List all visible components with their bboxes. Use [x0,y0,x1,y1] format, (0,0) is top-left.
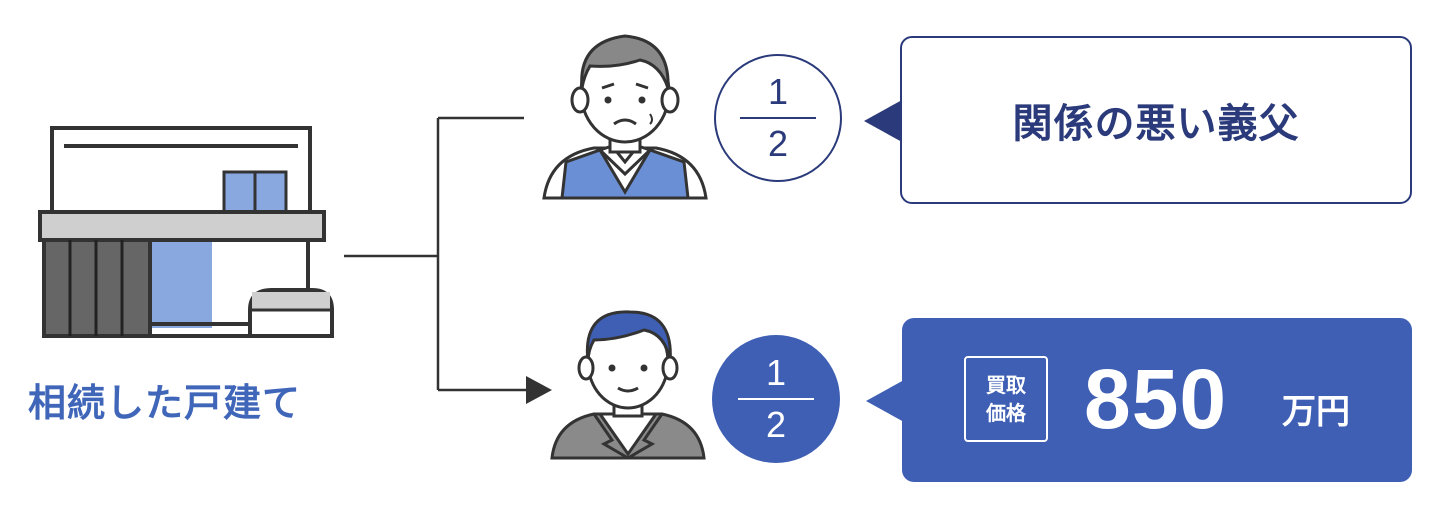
fraction-bar [740,117,816,119]
share-fraction-father: 1 2 [714,54,842,182]
father-in-law-callout: 関係の悪い義父 [900,36,1412,204]
connector-lines [344,116,552,404]
share-denominator: 2 [767,123,789,164]
pointer-arrow-sibling [866,380,904,422]
pointer-arrow-father [864,100,902,142]
father-in-law-avatar [542,34,708,200]
share-numerator: 1 [765,352,787,393]
fraction-bar [738,398,814,400]
share-fraction-sibling: 1 2 [712,335,840,463]
price-value: 850 [1084,352,1228,446]
price-badge: 買取 価格 [964,356,1048,442]
father-in-law-description: 関係の悪い義父 [1012,101,1300,147]
price-badge-line1: 買取 [986,373,1026,397]
price-badge-line2: 価格 [986,401,1026,425]
house-label: 相続した戸建て [28,381,302,425]
share-numerator: 1 [767,71,789,112]
sibling-avatar [550,310,706,460]
price-unit: 万円 [1282,392,1350,432]
share-denominator: 2 [765,404,787,445]
house-illustration [38,126,334,338]
purchase-price-callout: 買取 価格 850 万円 [902,318,1412,482]
